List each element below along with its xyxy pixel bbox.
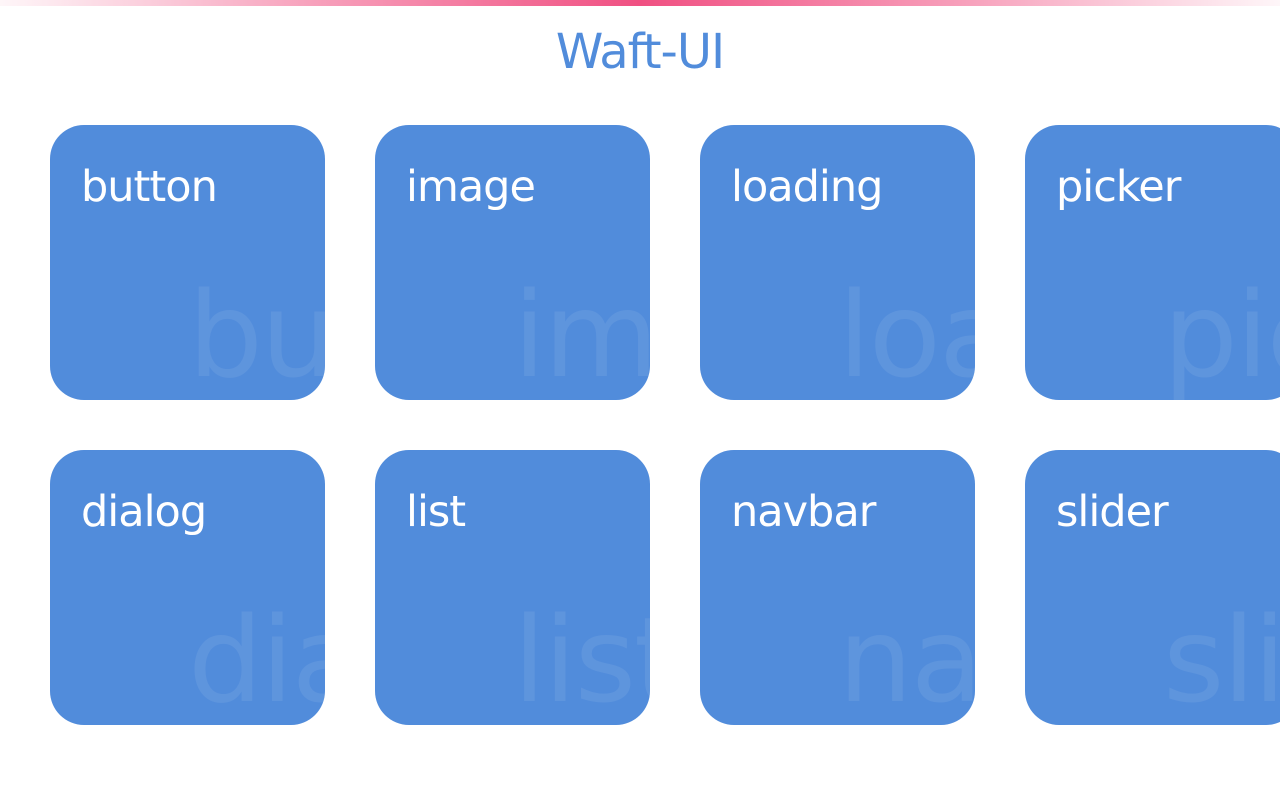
component-card-list[interactable]: list list xyxy=(375,450,650,725)
component-card-label: button xyxy=(81,162,218,212)
component-card-watermark: nav xyxy=(838,591,975,725)
component-card-watermark: list xyxy=(513,591,650,725)
component-card-label: loading xyxy=(731,162,883,212)
component-card-label: navbar xyxy=(731,487,876,537)
component-card-image[interactable]: im image xyxy=(375,125,650,400)
component-card-label: list xyxy=(406,487,466,537)
component-card-loading[interactable]: loa loading xyxy=(700,125,975,400)
component-card-watermark: dia xyxy=(188,591,325,725)
component-card-slider[interactable]: sli slider xyxy=(1025,450,1280,725)
component-card-label: picker xyxy=(1056,162,1181,212)
component-card-label: slider xyxy=(1056,487,1169,537)
component-card-label: image xyxy=(406,162,536,212)
top-accent-bar xyxy=(0,0,1280,6)
component-card-dialog[interactable]: dia dialog xyxy=(50,450,325,725)
component-card-watermark: loa xyxy=(838,266,975,400)
component-card-button[interactable]: bu button xyxy=(50,125,325,400)
component-card-watermark: bu xyxy=(188,266,325,400)
component-card-label: dialog xyxy=(81,487,207,537)
component-card-watermark: pic xyxy=(1163,266,1280,400)
component-card-navbar[interactable]: nav navbar xyxy=(700,450,975,725)
page-title: Waft-UI xyxy=(555,24,725,80)
component-card-watermark: sli xyxy=(1163,591,1280,725)
component-card-picker[interactable]: pic picker xyxy=(1025,125,1280,400)
component-card-watermark: im xyxy=(513,266,650,400)
